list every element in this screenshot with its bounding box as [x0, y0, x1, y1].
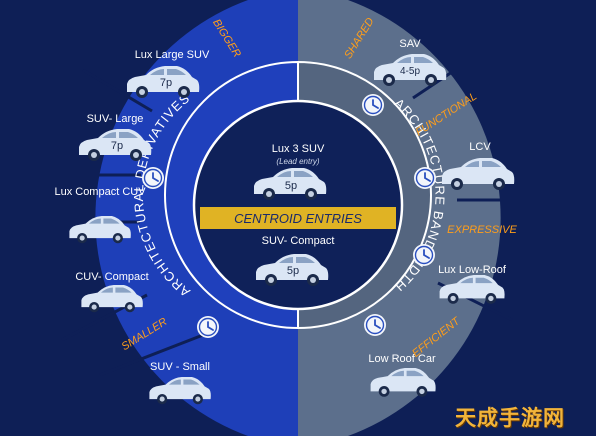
right-segment-label-2: Lux Low-Roof [438, 264, 507, 276]
left-segment-seats-1: 7p [111, 140, 123, 152]
left-segment-seats-0: 7p [160, 77, 172, 89]
clock-icon-right-top [361, 93, 385, 117]
center-bottom-seats: 5p [287, 265, 299, 277]
center-top-seats: 5p [285, 180, 297, 192]
center-top-sublabel: (Lead entry) [276, 157, 319, 166]
clock-icon-right-mid-upper [413, 166, 437, 190]
left-segment-label-2: Lux Compact CUV [54, 186, 146, 198]
clock-icon-left-bottom [196, 315, 220, 339]
right-segment-seats-0: 4-5p [400, 66, 420, 77]
watermark-logo: 天成手游网 [455, 406, 565, 430]
center-top-label: Lux 3 SUV [272, 143, 325, 155]
center-bottom-label: SUV- Compact [262, 235, 335, 247]
left-segment-label-3: CUV- Compact [75, 271, 148, 283]
right-segment-label-3: Low Roof Car [368, 353, 436, 365]
center-disc [192, 99, 404, 311]
left-segment-label-4: SUV - Small [150, 361, 210, 373]
clock-icon-right-bottom [363, 313, 387, 337]
left-segment-label-1: SUV- Large [87, 113, 144, 125]
left-segment-label-0: Lux Large SUV [135, 49, 210, 61]
right-segment-label-1: LCV [469, 141, 491, 153]
right-segment-label-0: SAV [399, 38, 421, 50]
tag-expressive: EXPRESSIVE [447, 224, 517, 236]
centroid-banner [200, 207, 396, 229]
centroid-banner-text: CENTROID ENTRIES [234, 211, 362, 226]
clock-icon-right-mid-lower [412, 243, 436, 267]
clock-icon-left-top [141, 166, 165, 190]
